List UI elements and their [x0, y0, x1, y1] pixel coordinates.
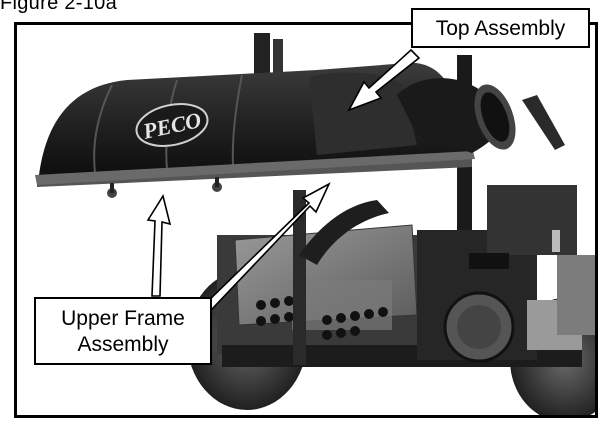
- handle-bar: [522, 95, 565, 150]
- peco-logo: PECO: [135, 103, 209, 147]
- callout-top-assembly: Top Assembly: [411, 8, 590, 48]
- callout-top-assembly-label: Top Assembly: [435, 17, 566, 40]
- callout-upper-frame-assembly: Upper Frame Assembly: [34, 297, 212, 365]
- callout-upper-frame-line2: Assembly: [77, 333, 169, 356]
- figure-title: Figure 2-10a: [0, 0, 117, 14]
- callout-upper-frame-line1: Upper Frame: [61, 307, 185, 330]
- center-post: [293, 190, 306, 365]
